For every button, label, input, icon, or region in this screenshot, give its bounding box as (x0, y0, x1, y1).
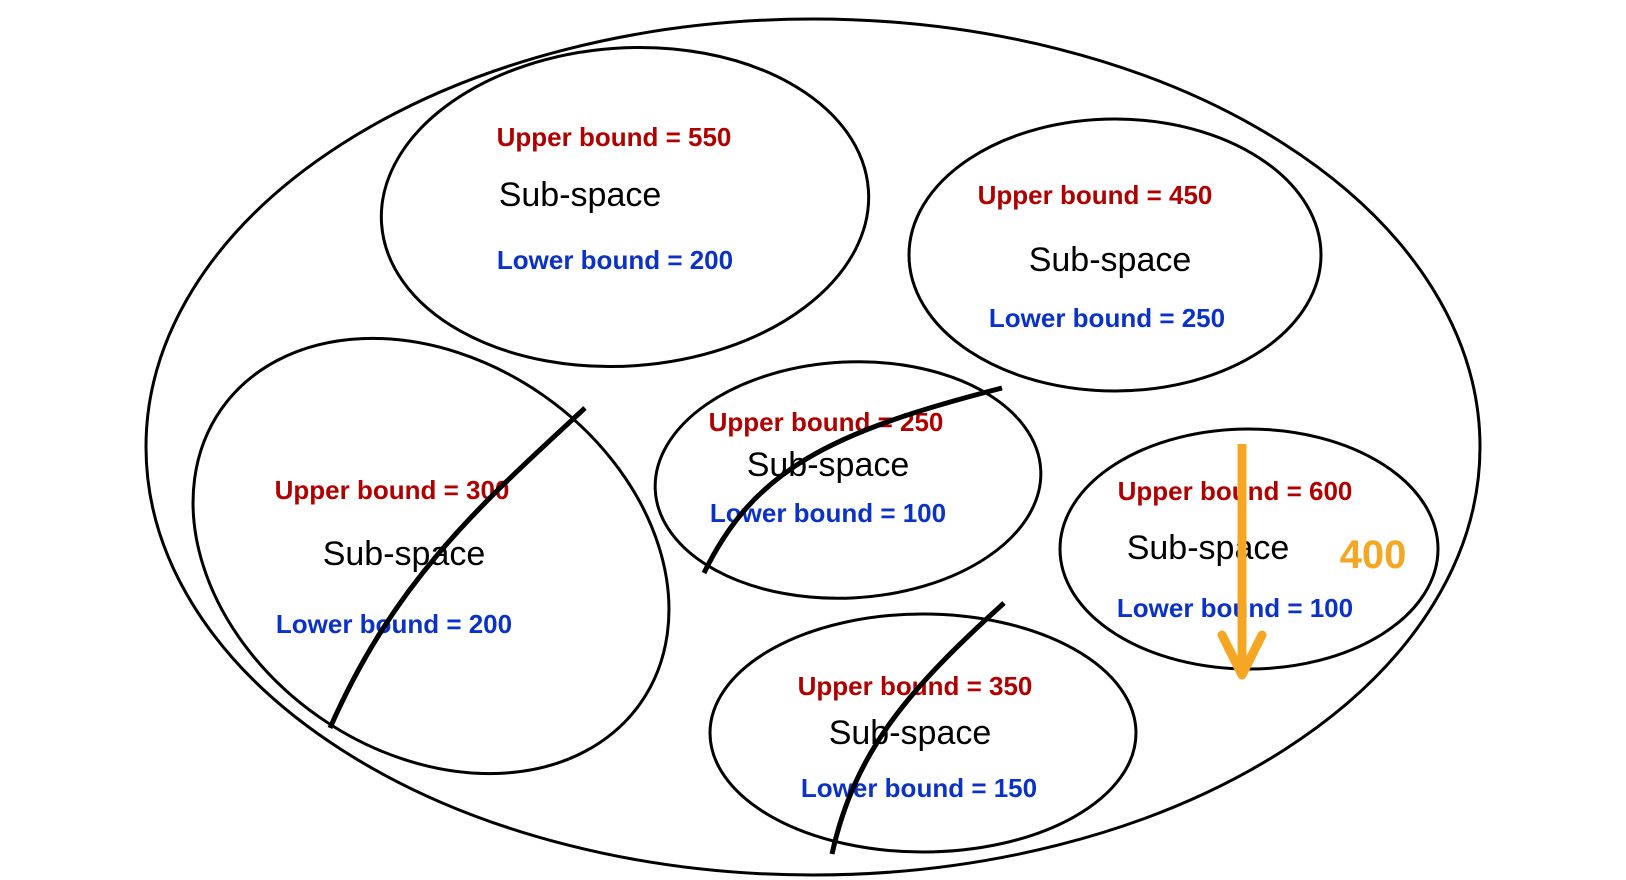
subspace-0: Upper bound = 550 Sub-space Lower bound … (379, 45, 871, 369)
subspace-ellipse (708, 612, 1138, 854)
subspace-label: Sub-space (747, 446, 910, 484)
lower-bound-label: Lower bound = 150 (801, 773, 1037, 803)
prune-stroke (829, 601, 1006, 855)
subspace-1: Upper bound = 450 Sub-space Lower bound … (907, 117, 1323, 393)
upper-bound-label: Upper bound = 450 (978, 180, 1213, 210)
subspace-label: Sub-space (1127, 529, 1290, 567)
tightening-arrow: 400 (1217, 444, 1407, 680)
subspace-3: Upper bound = 250 Sub-space Lower bound … (653, 360, 1043, 600)
subspace-ellipse (379, 45, 871, 369)
prune-stroke (701, 385, 1003, 575)
subspace-label: Sub-space (499, 176, 662, 214)
upper-bound-label: Upper bound = 300 (275, 475, 510, 505)
upper-bound-label: Upper bound = 550 (497, 122, 732, 152)
lower-bound-label: Lower bound = 250 (989, 303, 1225, 333)
arrow-head-icon (1217, 630, 1267, 680)
upper-bound-label: Upper bound = 350 (798, 671, 1033, 701)
subspace-5: Upper bound = 350 Sub-space Lower bound … (708, 612, 1138, 854)
subspace-2: Upper bound = 300 Sub-space Lower bound … (191, 336, 671, 776)
subspace-label: Sub-space (323, 535, 486, 573)
subspace-4: Upper bound = 600 Sub-space Lower bound … (1058, 427, 1440, 671)
subspace-ellipse (907, 117, 1323, 393)
subspace-label: Sub-space (829, 714, 992, 752)
subspace-ellipse (653, 360, 1043, 600)
lower-bound-label: Lower bound = 100 (1117, 593, 1353, 623)
upper-bound-label: Upper bound = 600 (1118, 476, 1353, 506)
search-space-ellipse (144, 17, 1482, 877)
subspace-label: Sub-space (1029, 241, 1192, 279)
upper-bound-label: Upper bound = 250 (709, 407, 944, 437)
arrow-value-label: 400 (1340, 533, 1407, 577)
lower-bound-label: Lower bound = 200 (497, 245, 733, 275)
subspace-ellipse (191, 336, 671, 776)
prune-stroke (327, 406, 587, 730)
